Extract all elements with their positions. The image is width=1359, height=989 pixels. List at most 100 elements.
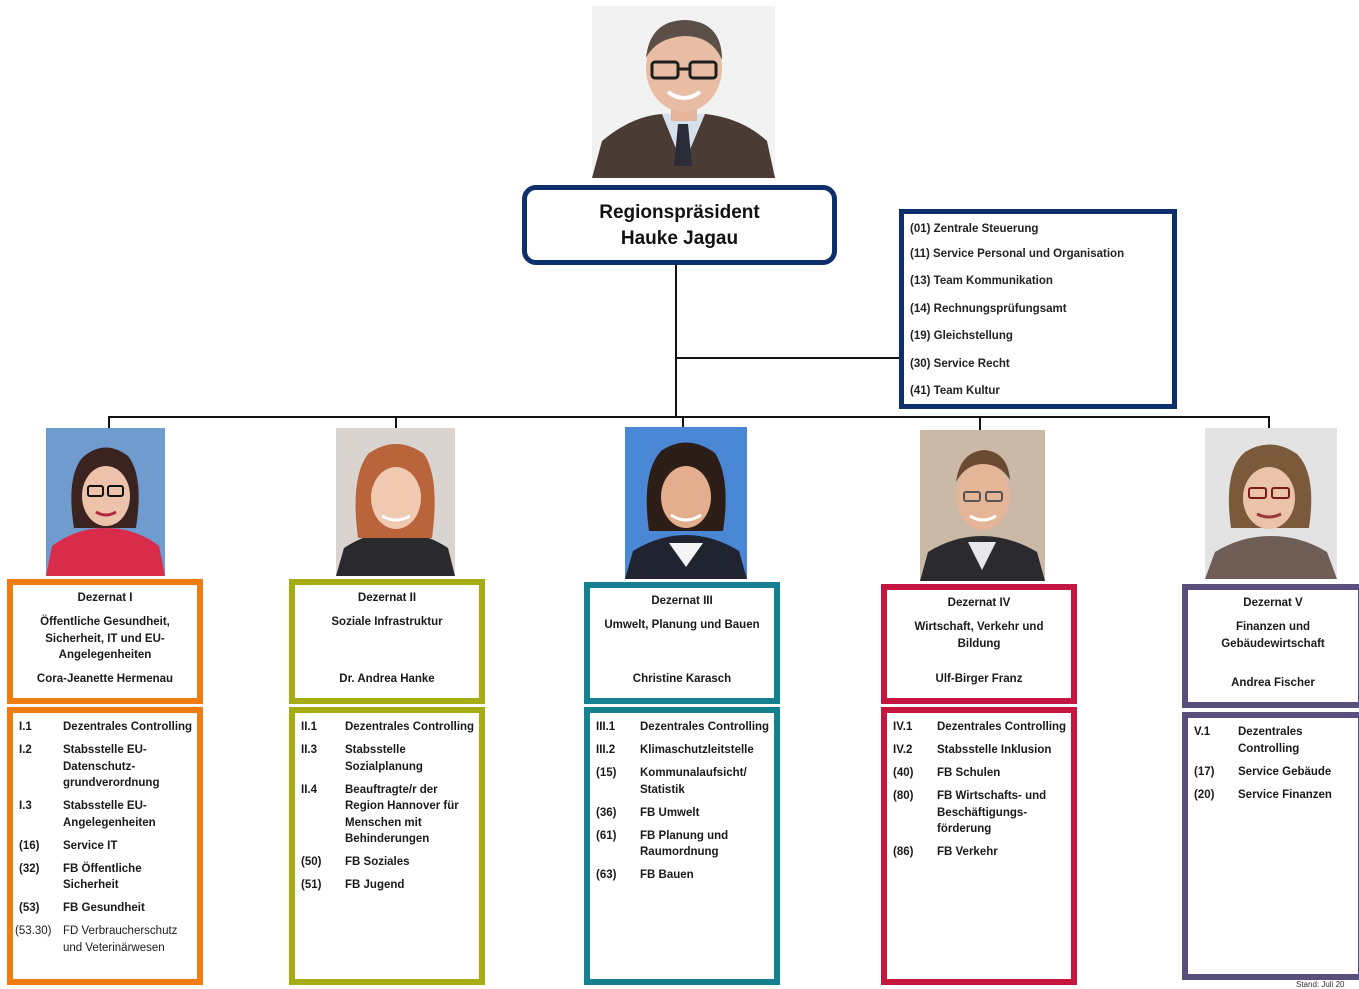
unit-code: I.1 <box>19 721 32 733</box>
unit-item: II.3 Stabsstelle Sozialplanung <box>301 742 475 775</box>
staff-unit-item: (14) Rechnungsprüfungsamt <box>910 302 1067 315</box>
head-box: Regionspräsident Hauke Jagau <box>522 185 837 265</box>
staff-unit-item: (11) Service Personal und Organisation <box>910 248 1125 260</box>
unit-code: V.1 <box>1194 726 1211 738</box>
connector-dez1 <box>108 416 110 430</box>
dez4-portrait-photo <box>920 430 1045 581</box>
unit-name: FB Bauen <box>640 869 694 881</box>
unit-name: Dezentrales Controlling <box>640 721 770 733</box>
dezernat-person: Andrea Fischer <box>1231 677 1315 689</box>
unit-code: (53) <box>19 902 40 914</box>
dezernat-5-box: Dezernat V Finanzen und Gebäudewirtschaf… <box>1182 584 1359 708</box>
unit-code: II.4 <box>301 783 317 796</box>
connector-head-down <box>675 265 677 417</box>
unit-name: FB Umwelt <box>640 806 700 819</box>
dezernat-person: Dr. Andrea Hanke <box>339 673 435 685</box>
unit-item: (16) Service IT <box>19 838 193 855</box>
dezernat-3-box: Dezernat III Umwelt, Planung und Bauen C… <box>584 582 780 704</box>
unit-name: Service IT <box>63 839 118 852</box>
unit-name: Stabsstelle EU-Datenschutz-grundverordnu… <box>63 744 160 789</box>
unit-name: FB Planung und Raumordnung <box>640 829 729 859</box>
unit-code: (50) <box>301 856 322 868</box>
dezernat-4-box: Dezernat IV Wirtschaft, Verkehr und Bild… <box>881 584 1077 704</box>
dezernat-area: Wirtschaft, Verkehr und Bildung <box>914 621 1044 650</box>
dezernat-person: Cora-Jeanette Hermenau <box>36 673 174 685</box>
unit-code: IV.2 <box>893 744 913 756</box>
unit-item: (53) FB Gesundheit <box>19 900 193 917</box>
unit-name: Klimaschutzleitstelle <box>640 744 754 756</box>
unit-item: (17) Service Gebäude <box>1194 764 1354 781</box>
unit-code: (40) <box>893 767 914 779</box>
unit-code: (86) <box>893 846 914 858</box>
dezernat-1-box: Dezernat I Öffentliche Gesundheit, Siche… <box>7 579 203 704</box>
staff-unit-item: (19) Gleichstellung <box>910 330 1013 343</box>
unit-name: Dezentrales Controlling <box>63 721 193 733</box>
staff-unit-item: (13) Team Kommunikation <box>910 275 1053 288</box>
unit-item: (86) FB Verkehr <box>893 844 1067 861</box>
unit-code: I.3 <box>19 800 32 812</box>
unit-item: (80)FB Wirtschafts- und Beschäftigungs-f… <box>893 788 1067 838</box>
unit-name: FD Verbraucherschutz und Veterinärwesen <box>63 925 178 954</box>
dezernat-area: Finanzen und Gebäudewirtschaft <box>1221 621 1325 650</box>
unit-code: (51) <box>301 879 322 891</box>
unit-name: Stabsstelle EU-Angelegenheiten <box>63 800 156 829</box>
staff-unit-item: (01) Zentrale Steuerung <box>910 223 1039 235</box>
unit-name: Dezentrales Controlling <box>345 721 475 733</box>
dezernat-title: Dezernat I <box>77 592 133 604</box>
unit-name: Service Gebäude <box>1238 765 1332 778</box>
connector-dez4 <box>979 416 981 430</box>
unit-code: (36) <box>596 806 617 819</box>
connector-dez5 <box>1268 416 1270 430</box>
dez2-portrait-photo <box>336 428 455 576</box>
unit-name: Stabsstelle Inklusion <box>937 744 1052 756</box>
unit-item: (20)Service Finanzen <box>1194 787 1354 804</box>
unit-name: Stabsstelle Sozialplanung <box>345 744 423 773</box>
unit-item: (53.30)FD Verbraucherschutz und Veterinä… <box>15 923 193 956</box>
unit-code: II.3 <box>301 744 317 756</box>
connector-dez3 <box>682 416 684 430</box>
stand-note: Stand: Juli 20 <box>1296 981 1345 989</box>
unit-name: Dezentrales Controlling <box>1238 726 1303 755</box>
unit-code: (20) <box>1194 788 1215 801</box>
dezernat-5-units-box: V.1 Dezentrales Controlling (17) Service G… <box>1182 712 1359 980</box>
dezernat-person: Ulf-Birger Franz <box>935 673 1023 685</box>
unit-code: (16) <box>19 839 40 852</box>
unit-name: FB Gesundheit <box>63 902 145 914</box>
unit-item: (15)Kommunalaufsicht/ Statistik <box>596 765 770 798</box>
head-title: Regionspräsident <box>599 202 760 223</box>
unit-code: (61) <box>596 829 617 842</box>
dez3-portrait-photo <box>625 427 747 579</box>
unit-name: FB Verkehr <box>937 846 998 858</box>
dezernat-title: Dezernat III <box>651 595 713 607</box>
dez5-portrait-photo <box>1205 428 1337 579</box>
unit-code: III.1 <box>596 721 616 733</box>
dezernat-title: Dezernat IV <box>947 597 1011 609</box>
unit-item: (36) FB Umwelt <box>596 805 770 822</box>
unit-name: FB Wirtschafts- und Beschäftigungs-förde… <box>937 790 1047 835</box>
unit-name: FB Jugend <box>345 879 405 891</box>
unit-name: Dezentrales Controlling <box>937 721 1067 733</box>
unit-code: (17) <box>1194 765 1215 778</box>
unit-item: (51) FB Jugend <box>301 877 475 894</box>
staff-unit-item: (30) Service Recht <box>910 357 1010 370</box>
unit-item: III.1 Dezentrales Controlling <box>596 719 770 736</box>
connector-staff <box>676 357 899 359</box>
dezernat-person: Christine Karasch <box>632 673 732 685</box>
staff-units-box: (01) Zentrale Steuerung (11) Service Per… <box>899 209 1177 409</box>
dez1-portrait-photo <box>46 428 165 576</box>
head-portrait-photo <box>592 6 775 178</box>
unit-name: FB Schulen <box>937 767 1001 779</box>
unit-name: FB Öffentliche Sicherheit <box>63 862 142 892</box>
unit-item: I.1 Dezentrales Controlling <box>19 719 193 736</box>
dezernat-title: Dezernat II <box>357 592 417 604</box>
unit-item: (61) FB Planung und Raumordnung <box>596 828 770 861</box>
unit-name: Kommunalaufsicht/ Statistik <box>640 767 747 796</box>
unit-item: (63)FB Bauen <box>596 867 770 884</box>
